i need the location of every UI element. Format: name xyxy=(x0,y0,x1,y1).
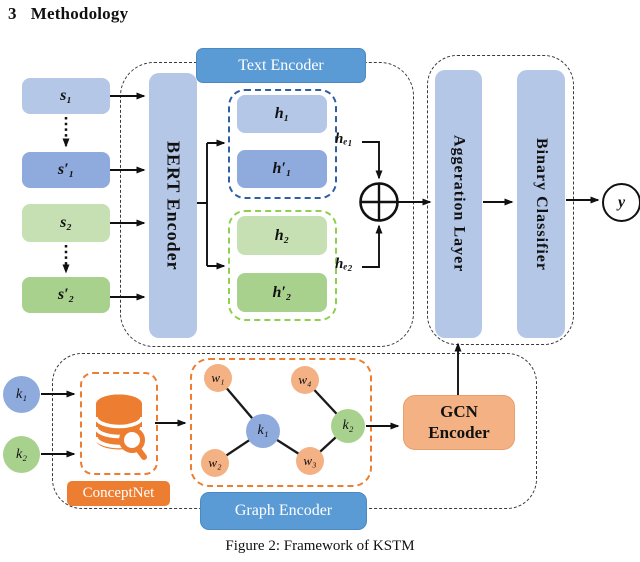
text-encoder-header: Text Encoder xyxy=(196,48,366,83)
aggregation-layer-box: Aggeration Layer xyxy=(435,70,482,338)
fused-he1-label: hₑ₁ xyxy=(335,131,353,147)
output-y-node: y xyxy=(602,183,640,222)
knowledge-graph-box xyxy=(190,358,372,487)
hidden-group-2 xyxy=(228,210,337,321)
sentence-s1-prime-box: s′₁ xyxy=(22,152,110,188)
graph-node-k1: k₁ xyxy=(246,414,280,448)
conceptnet-label: ConceptNet xyxy=(67,481,170,506)
database-icon xyxy=(94,394,147,460)
section-number: 3 xyxy=(8,4,17,23)
graph-node-w4: w₄ xyxy=(291,366,319,394)
keyword-k2-node: k₂ xyxy=(3,436,40,473)
hidden-h1-prime-box: h′₁ xyxy=(237,150,327,188)
hidden-group-1 xyxy=(228,89,337,199)
bert-encoder-box: BERT Encoder xyxy=(149,73,197,338)
graph-node-w1: w₁ xyxy=(204,364,232,392)
hidden-h1-box: h₁ xyxy=(237,95,327,133)
fused-he2-label: hₑ₂ xyxy=(335,256,353,272)
gcn-encoder-box: GCN Encoder xyxy=(403,395,515,450)
section-heading: 3 Methodology xyxy=(8,4,128,24)
graph-node-w2: w₂ xyxy=(201,449,229,477)
conceptnet-icon-box xyxy=(80,372,158,475)
sentence-s2-box: s₂ xyxy=(22,204,110,242)
aggregation-layer-label: Aggeration Layer xyxy=(450,135,468,273)
sentence-s2-prime-box: s′₂ xyxy=(22,277,110,313)
graph-encoder-header: Graph Encoder xyxy=(200,492,367,530)
bert-encoder-label: BERT Encoder xyxy=(163,140,184,271)
figure-caption: Figure 2: Framework of KSTM xyxy=(225,538,415,554)
magnifier-icon xyxy=(119,426,147,460)
hidden-h2-prime-box: h′₂ xyxy=(237,273,327,312)
keyword-k1-node: k₁ xyxy=(3,376,40,413)
text-encoder-header-label: Text Encoder xyxy=(238,56,324,74)
graph-node-k2: k₂ xyxy=(331,409,365,443)
binary-classifier-box: Binary Classifier xyxy=(517,70,565,338)
hidden-h2-box: h₂ xyxy=(237,216,327,255)
binary-classifier-label: Binary Classifier xyxy=(533,137,550,271)
graph-encoder-header-label: Graph Encoder xyxy=(234,502,333,519)
section-title: Methodology xyxy=(30,4,129,23)
sentence-s1-box: s₁ xyxy=(22,78,110,114)
graph-node-w3: w₃ xyxy=(296,447,324,475)
